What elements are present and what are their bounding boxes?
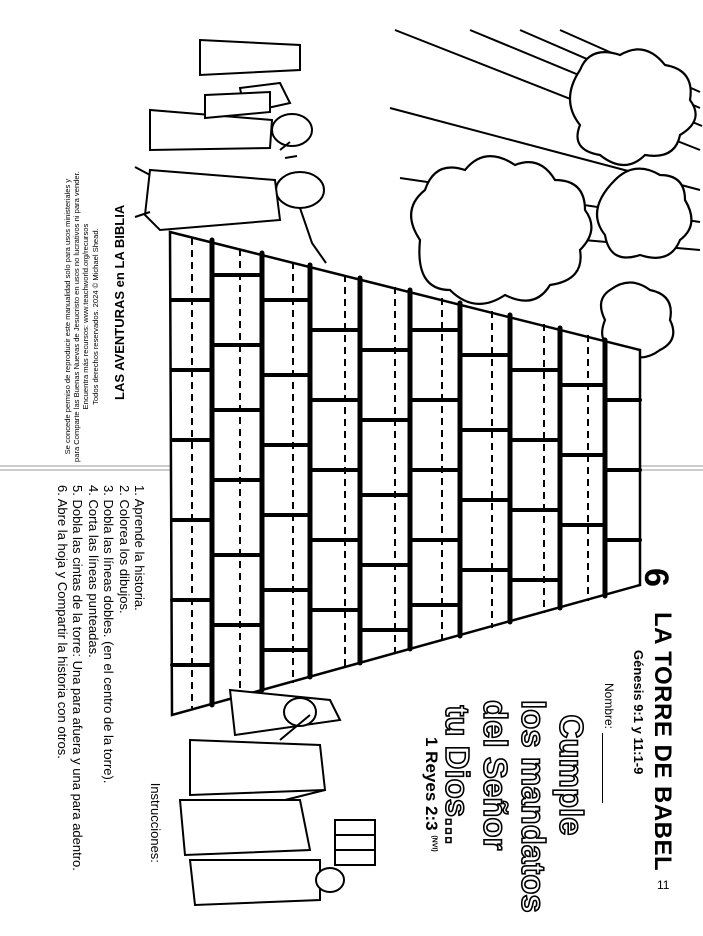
memory-verse: Cumple los mandatos del Señor tu Dios... — [438, 699, 591, 913]
instructions: Instrucciones: 1. Aprende la historia. 2… — [55, 485, 163, 871]
cloud-icon — [410, 48, 697, 359]
name-label: Nombre: — [602, 683, 616, 730]
verse-line: los mandatos — [514, 699, 553, 913]
permission-line: Se concede permiso de reproducir este ma… — [63, 178, 72, 455]
series-logo: LAS AVENTURAS en LA BIBLIA — [112, 204, 127, 400]
permission-line: para Comparte las Buenas Nuevas de Jesuc… — [72, 171, 82, 462]
instruction-step: 6. Abre la hoja y Compartir la historia … — [55, 485, 70, 759]
instructions-heading: Instrucciones: — [148, 782, 163, 863]
verse-version: (NVI) — [430, 835, 438, 852]
people-illustration-bottom — [178, 688, 376, 907]
tower-outline — [168, 230, 642, 717]
permission-line: Todos derechos reservados. 2024 © Michae… — [90, 228, 100, 405]
people-illustration-top — [134, 38, 327, 264]
lesson-reference: Génesis 9:1 y 11:1-9 — [631, 650, 646, 775]
cut-lines — [191, 238, 589, 708]
permission-notice: Se concede permiso de reproducir este ma… — [63, 171, 100, 462]
name-field[interactable]: Nombre: — [602, 683, 616, 804]
verse-line: del Señor — [476, 699, 515, 851]
verse-reference: 1 Reyes 2:3 (NVI) — [421, 737, 441, 852]
permission-line: Encuentra más recursos: www.teachworld.o… — [81, 223, 91, 410]
lesson-title: LA TORRE DE BABEL — [649, 612, 676, 872]
name-blank-line[interactable] — [602, 733, 613, 804]
verse-line: tu Dios... — [438, 705, 477, 846]
verse-reference-text: 1 Reyes 2:3 — [422, 737, 441, 831]
verse-line: Cumple — [552, 714, 591, 837]
instruction-step: 2. Colorea los dibujos. — [117, 485, 132, 614]
instruction-step: 3. Dobla las líneas dobles. (en el centr… — [101, 485, 117, 784]
instruction-step: 1. Aprende la historia. — [132, 485, 148, 611]
verse-text: Cumple los mandatos del Señor tu Dios... — [438, 699, 591, 913]
page-number: 11 — [657, 878, 670, 892]
instruction-step: 4. Corta las líneas punteadas. — [86, 485, 101, 658]
lesson-number: 6 — [637, 568, 675, 587]
instruction-step: 5. Dobla las cintas de la torre: Una par… — [70, 485, 86, 871]
